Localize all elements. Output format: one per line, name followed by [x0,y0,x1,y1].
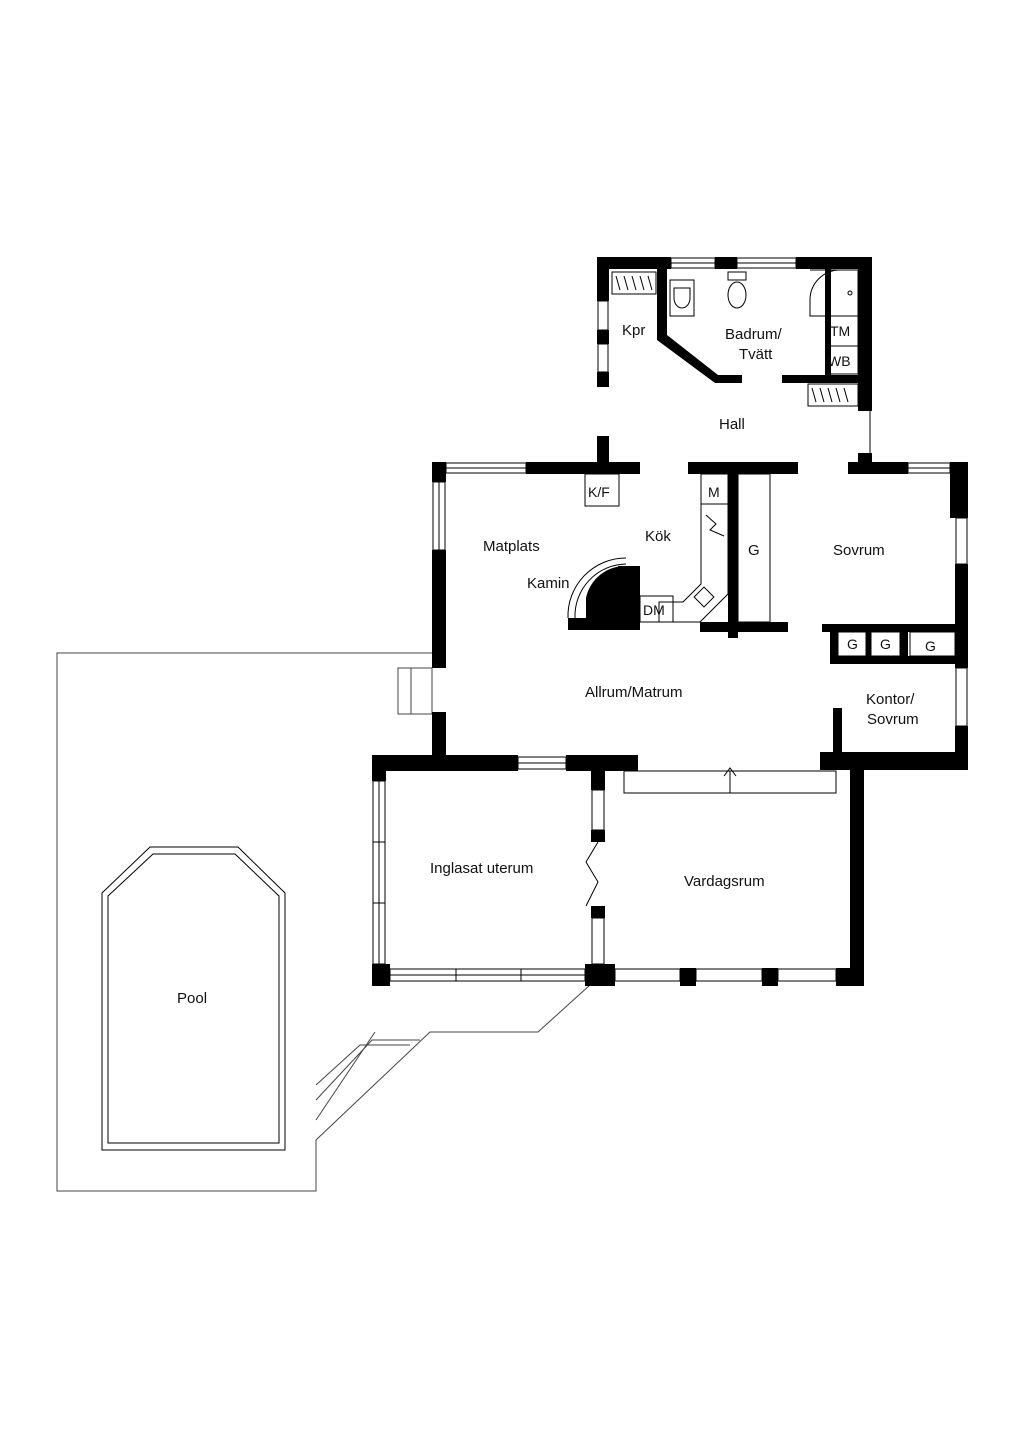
hall-label: Hall [719,416,745,433]
sovrum-label: Sovrum [833,542,885,559]
kamin-label: Kamin [527,575,570,592]
tm-label: TM [830,323,850,339]
uterum-label: Inglasat uterum [430,860,533,877]
kontor-label-line1: Kontor/ [866,691,915,708]
m-label: M [708,484,720,500]
badrum-label-line1: Badrum/ [725,326,783,343]
room-labels: Kpr Badrum/ Tvätt TM WB Hall K/F M Matpl… [177,322,936,1007]
windows [372,257,968,982]
walls [372,257,968,986]
g-corridor-label: G [748,542,760,559]
pool-label: Pool [177,990,207,1007]
kpr-label: Kpr [622,322,645,339]
kf-label: K/F [588,484,610,500]
dm-label: DM [643,602,665,618]
kok-label: Kök [645,528,671,545]
badrum-label-line2: Tvätt [739,346,773,363]
terrace-outline [56,652,591,1192]
g1-label: G [847,636,858,652]
g2-label: G [880,636,891,652]
fixtures [584,269,956,907]
pool [101,846,286,1151]
wb-label: WB [828,353,851,369]
matplats-label: Matplats [483,538,540,555]
g3-label: G [925,638,936,654]
allrum-label: Allrum/Matrum [585,684,683,701]
kontor-label-line2: Sovrum [867,711,919,728]
vardagsrum-label: Vardagsrum [684,873,765,890]
